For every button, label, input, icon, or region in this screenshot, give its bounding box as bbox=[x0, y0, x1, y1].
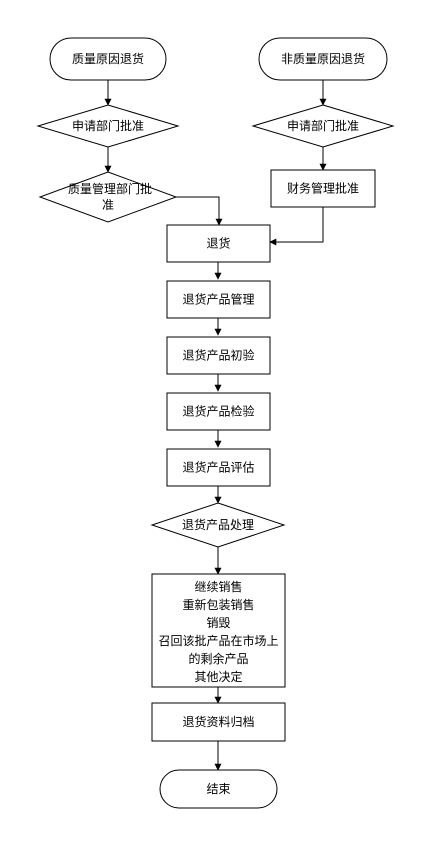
node-label-line1: 质量管理部门批 bbox=[68, 181, 152, 196]
node-label: 退货产品处理 bbox=[182, 517, 254, 532]
node-label: 非质量原因退货 bbox=[281, 51, 365, 66]
edge-qm-to-return bbox=[176, 196, 223, 226]
node-qm-approval: 质量管理部门批 准 bbox=[38, 171, 178, 223]
option-line-2: 重新包装销售 bbox=[182, 597, 254, 612]
node-label: 结束 bbox=[206, 782, 230, 796]
node-label: 财务管理批准 bbox=[287, 181, 359, 196]
option-line-5: 的剩余产品 bbox=[188, 651, 248, 666]
node-product-management: 退货产品管理 bbox=[166, 280, 271, 319]
node-initial-inspection: 退货产品初验 bbox=[166, 336, 271, 375]
edges bbox=[104, 80, 327, 771]
node-label: 退货 bbox=[206, 236, 230, 251]
node-label: 退货产品初验 bbox=[182, 348, 254, 363]
node-disposal-options: 继续销售 重新包装销售 销毁 召回该批产品在市场上 的剩余产品 其他决定 bbox=[151, 573, 286, 688]
node-start-non-quality: 非质量原因退货 bbox=[258, 37, 388, 81]
node-label: 质量原因退货 bbox=[72, 51, 144, 66]
node-label: 申请部门批准 bbox=[287, 118, 359, 133]
node-return: 退货 bbox=[166, 224, 271, 263]
option-line-6: 其他决定 bbox=[194, 669, 242, 684]
option-line-4: 召回该批产品在市场上 bbox=[158, 633, 278, 648]
node-archive: 退货资料归档 bbox=[151, 702, 286, 742]
option-line-3: 销毁 bbox=[206, 615, 230, 630]
edge-finance-to-return bbox=[269, 207, 324, 246]
node-end: 结束 bbox=[159, 769, 278, 809]
option-line-1: 继续销售 bbox=[194, 579, 242, 594]
node-disposal: 退货产品处理 bbox=[150, 502, 286, 548]
node-label: 退货资料归档 bbox=[182, 714, 254, 729]
node-finance-approval: 财务管理批准 bbox=[270, 169, 376, 208]
node-dept-approval-left: 申请部门批准 bbox=[36, 104, 180, 148]
node-inspection: 退货产品检验 bbox=[166, 392, 271, 431]
node-dept-approval-right: 申请部门批准 bbox=[251, 104, 395, 148]
node-label: 申请部门批准 bbox=[72, 118, 144, 133]
node-evaluation: 退货产品评估 bbox=[166, 448, 271, 487]
node-label: 退货产品检验 bbox=[182, 404, 254, 419]
node-label: 退货产品评估 bbox=[182, 460, 254, 475]
node-start-quality: 质量原因退货 bbox=[49, 37, 167, 81]
node-label-line2: 准 bbox=[102, 198, 114, 212]
node-label: 退货产品管理 bbox=[182, 292, 254, 307]
